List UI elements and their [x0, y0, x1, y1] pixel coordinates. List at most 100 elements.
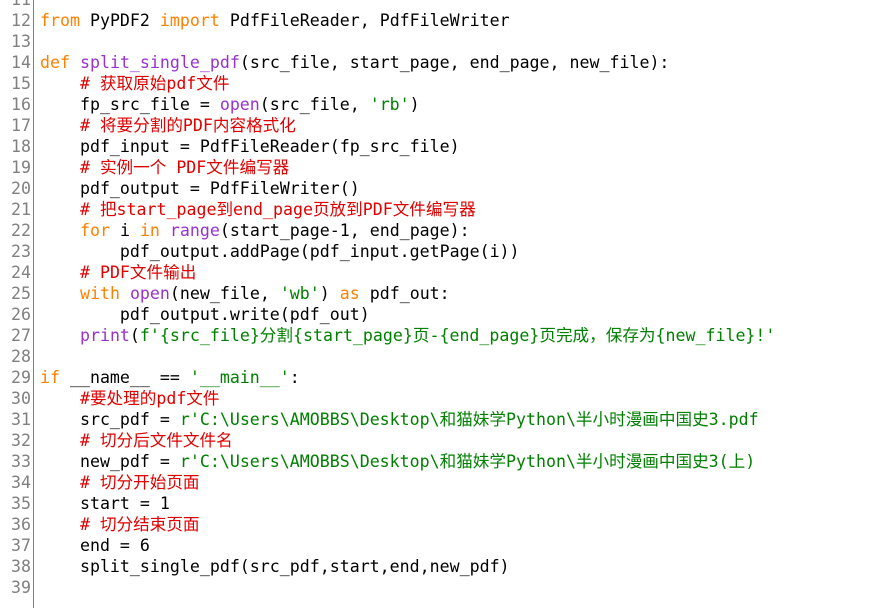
code-token: )	[319, 284, 340, 303]
code-text: # 把start_page到end_page页放到PDF文件编写器	[40, 199, 476, 220]
code-token: (src_file,	[259, 95, 370, 114]
code-line[interactable]: 28	[0, 346, 873, 367]
code-line[interactable]: 15 # 获取原始pdf文件	[0, 73, 873, 94]
code-line[interactable]: 18 pdf_input = PdfFileReader(fp_src_file…	[0, 136, 873, 157]
code-token: new_pdf =	[40, 452, 180, 471]
code-line[interactable]: 29 if __name__ == '__main__':	[0, 367, 873, 388]
code-token: src_pdf =	[40, 410, 180, 429]
code-text: new_pdf = r'C:\Users\AMOBBS\Desktop\和猫妹学…	[40, 451, 755, 472]
line-number: 37	[11, 536, 31, 555]
line-number: 12	[11, 11, 31, 30]
code-keyword: from	[40, 11, 80, 30]
code-builtin: print	[79, 326, 130, 345]
code-line[interactable]: 22 for i in range(start_page-1, end_page…	[0, 220, 873, 241]
code-line[interactable]: 34 # 切分开始页面	[0, 472, 873, 493]
code-string: f'{src_file}分割{start_page}页-{end_page}页完…	[139, 326, 776, 345]
code-line[interactable]: 31 src_pdf = r'C:\Users\AMOBBS\Desktop\和…	[0, 409, 873, 430]
code-builtin: open	[129, 284, 170, 303]
code-token: split_single_pdf(src_pdf,start,end,new_p…	[40, 557, 510, 576]
code-line[interactable]: 20 pdf_output = PdfFileWriter()	[0, 178, 873, 199]
code-text: pdf_input = PdfFileReader(fp_src_file)	[40, 136, 460, 157]
code-string: 'wb'	[279, 284, 320, 303]
line-number: 11	[0, 0, 31, 10]
code-line[interactable]: 33 new_pdf = r'C:\Users\AMOBBS\Desktop\和…	[0, 451, 873, 472]
code-line[interactable]: 16 fp_src_file = open(src_file, 'rb')	[0, 94, 873, 115]
code-line[interactable]: 17 # 将要分割的PDF内容格式化	[0, 115, 873, 136]
code-text: if __name__ == '__main__':	[40, 367, 300, 388]
code-line[interactable]: 35 start = 1	[0, 493, 873, 514]
line-number-gutter	[0, 0, 34, 608]
code-text: start = 1	[40, 493, 170, 514]
code-token: start = 1	[40, 494, 170, 513]
code-builtin: split_single_pdf	[79, 53, 240, 72]
line-number: 34	[11, 473, 31, 492]
code-line[interactable]: 13	[0, 31, 873, 52]
code-line[interactable]: 27 print(f'{src_file}分割{start_page}页-{en…	[0, 325, 873, 346]
code-comment: # PDF文件输出	[79, 263, 197, 282]
code-token: (src_file, start_page, end_page, new_fil…	[239, 53, 670, 72]
code-token: pdf_out:	[359, 284, 450, 303]
code-text: with open(new_file, 'wb') as pdf_out:	[40, 283, 450, 304]
line-number: 24	[11, 263, 31, 282]
code-text: for i in range(start_page-1, end_page):	[40, 220, 470, 241]
code-line[interactable]: 24 # PDF文件输出	[0, 262, 873, 283]
code-text: '''	[40, 0, 70, 10]
code-token	[40, 263, 80, 282]
code-comment: # 切分开始页面	[79, 473, 200, 492]
code-line[interactable]: 19 # 实例一个 PDF文件编写器	[0, 157, 873, 178]
line-number: 32	[11, 431, 31, 450]
code-token	[40, 221, 80, 240]
line-number: 33	[11, 452, 31, 471]
code-token: pdf_input = PdfFileReader(fp_src_file)	[40, 137, 460, 156]
code-text: print(f'{src_file}分割{start_page}页-{end_p…	[40, 325, 775, 346]
line-number: 22	[11, 221, 31, 240]
line-number: 31	[11, 410, 31, 429]
code-token	[40, 326, 80, 345]
code-line[interactable]: 30 #要处理的pdf文件	[0, 388, 873, 409]
code-comment: # 实例一个 PDF文件编写器	[79, 158, 290, 177]
code-line[interactable]: 39	[0, 577, 873, 598]
code-line[interactable]: 21 # 把start_page到end_page页放到PDF文件编写器	[0, 199, 873, 220]
code-line[interactable]: 11 '''	[0, 0, 873, 10]
code-token	[40, 158, 80, 177]
code-token: (new_file,	[169, 284, 280, 303]
code-line[interactable]: 25 with open(new_file, 'wb') as pdf_out:	[0, 283, 873, 304]
code-line[interactable]: 36 # 切分结束页面	[0, 514, 873, 535]
code-line[interactable]: 37 end = 6	[0, 535, 873, 556]
line-number: 27	[11, 326, 31, 345]
code-keyword: as	[339, 284, 360, 303]
line-number: 25	[11, 284, 31, 303]
line-number: 29	[11, 368, 31, 387]
code-text: # 切分开始页面	[40, 472, 200, 493]
code-line[interactable]: 23 pdf_output.addPage(pdf_input.getPage(…	[0, 241, 873, 262]
code-keyword: for	[79, 221, 110, 240]
code-line[interactable]: 32 # 切分后文件文件名	[0, 430, 873, 451]
code-keyword: import	[159, 11, 220, 30]
code-token	[40, 74, 80, 93]
line-number: 19	[11, 158, 31, 177]
code-token	[40, 200, 80, 219]
line-number: 36	[11, 515, 31, 534]
code-token	[40, 431, 80, 450]
code-text: #要处理的pdf文件	[40, 388, 220, 409]
code-token	[160, 221, 170, 240]
code-comment: # 将要分割的PDF内容格式化	[79, 116, 296, 135]
code-comment: # 切分后文件文件名	[79, 431, 233, 450]
code-line[interactable]: 26 pdf_output.write(pdf_out)	[0, 304, 873, 325]
line-number: 15	[11, 74, 31, 93]
code-token: PyPDF2	[79, 11, 160, 30]
code-keyword: def	[40, 53, 70, 72]
code-text: # 切分结束页面	[40, 514, 200, 535]
code-token	[40, 473, 80, 492]
line-number: 23	[11, 242, 31, 261]
code-text: # PDF文件输出	[40, 262, 196, 283]
code-line[interactable]: 38 split_single_pdf(src_pdf,start,end,ne…	[0, 556, 873, 577]
line-number: 26	[11, 305, 31, 324]
code-text: # 实例一个 PDF文件编写器	[40, 157, 289, 178]
code-token: end = 6	[40, 536, 150, 555]
code-comment: # 获取原始pdf文件	[79, 74, 230, 93]
